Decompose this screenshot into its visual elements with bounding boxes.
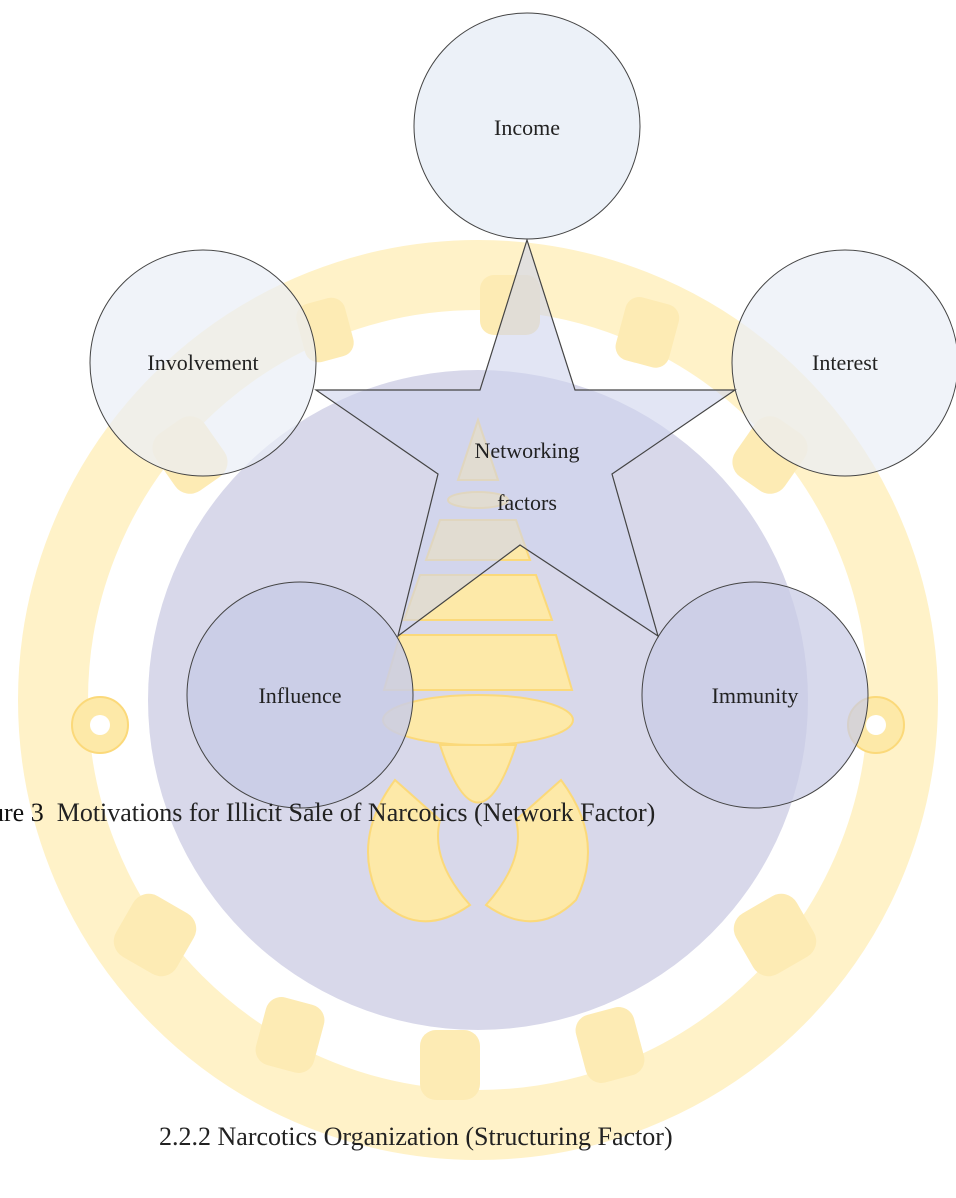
figure-caption: gure 3 Motivations for Illicit Sale of N…	[0, 798, 655, 828]
figure-caption-label: gure 3	[0, 798, 44, 827]
node-label-income: Income	[494, 115, 560, 140]
center-label-line2: factors	[497, 490, 557, 515]
node-circle-involvement	[89, 249, 317, 477]
node-label-involvement: Involvement	[147, 350, 259, 375]
node-label-interest: Interest	[812, 350, 878, 375]
center-label-line1: Networking	[474, 438, 580, 463]
node-label-influence: Influence	[258, 683, 342, 708]
networking-star	[314, 238, 737, 638]
node-circle-immunity	[641, 581, 869, 809]
figure-caption-text: Motivations for Illicit Sale of Narcotic…	[56, 798, 656, 827]
node-circle-influence	[186, 581, 414, 809]
node-label-immunity: Immunity	[711, 683, 799, 708]
section-heading: 2.2.2 Narcotics Organization (Structurin…	[159, 1122, 673, 1151]
node-circle-interest	[731, 249, 956, 477]
